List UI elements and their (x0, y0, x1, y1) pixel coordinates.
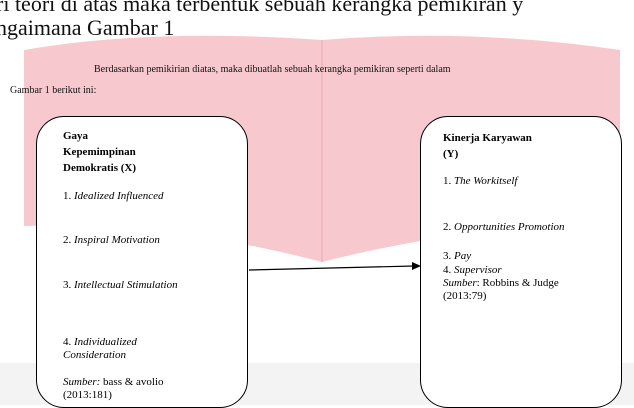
left-item-4-num: 4. (63, 336, 72, 348)
left-variable-box: Gaya Kepemimpinan Demokratis (X) 1. Idea… (36, 116, 248, 408)
left-item-1-text: Idealized Influenced (74, 190, 164, 202)
right-item-4-text: Supervisor (454, 264, 502, 276)
right-item-4-num: 4. (443, 264, 452, 276)
right-source-label: Sumber (443, 277, 477, 289)
right-box-title-2: (Y) (443, 148, 459, 160)
right-item-2: 2. Opportunities Promotion (443, 221, 565, 234)
left-source-label: Sumber: (63, 376, 101, 388)
left-item-4-text-cont: Consideration (63, 349, 126, 361)
left-item-2-num: 2. (63, 234, 72, 246)
right-source: Sumber: Robbins & Judge (443, 277, 559, 290)
left-item-1-num: 1. (63, 190, 72, 202)
right-item-3-text: Pay (454, 250, 472, 262)
right-item-1-text: The Workitself (454, 175, 518, 187)
left-item-4: 4. Individualized (63, 336, 137, 349)
right-item-1-num: 1. (443, 175, 452, 187)
heading-line-2: ngaimana Gambar 1 (0, 15, 175, 40)
left-box-title-3: Demokratis (X) (63, 162, 137, 174)
right-variable-box: Kinerja Karyawan (Y) 1. The Workitself 2… (420, 116, 622, 408)
left-source-year: (2013:181) (63, 389, 112, 401)
right-item-2-num: 2. (443, 221, 452, 233)
right-item-3-num: 3. (443, 250, 452, 262)
left-item-1: 1. Idealized Influenced (63, 190, 164, 203)
left-item-4-text: Individualized (74, 336, 137, 348)
left-box-title-2: Kepemimpinan (63, 146, 136, 158)
right-source-year: (2013:79) (443, 290, 487, 302)
right-source-text: : Robbins & Judge (476, 277, 559, 289)
left-item-3: 3. Intellectual Stimulation (63, 279, 178, 292)
left-source: Sumber: bass & avolio (63, 376, 164, 389)
right-item-3: 3. Pay (443, 250, 471, 263)
heading-line-1: ri teori di atas maka terbentuk sebuah k… (0, 0, 524, 16)
intro-line-2: Gambar 1 berikut ini: (10, 85, 97, 96)
left-item-3-num: 3. (63, 279, 72, 291)
right-box-title-1: Kinerja Karyawan (443, 132, 532, 144)
left-item-3-text: Intellectual Stimulation (74, 279, 178, 291)
right-item-4: 4. Supervisor (443, 264, 502, 277)
right-item-2-text: Opportunities Promotion (454, 221, 565, 233)
left-item-2: 2. Inspiral Motivation (63, 234, 160, 247)
left-item-2-text: Inspiral Motivation (74, 234, 160, 246)
right-item-1: 1. The Workitself (443, 175, 517, 188)
left-source-text: bass & avolio (103, 376, 164, 388)
left-box-title-1: Gaya (63, 130, 89, 142)
intro-line-1: Berdasarkan pemikirian diatas, maka dibu… (94, 64, 451, 75)
